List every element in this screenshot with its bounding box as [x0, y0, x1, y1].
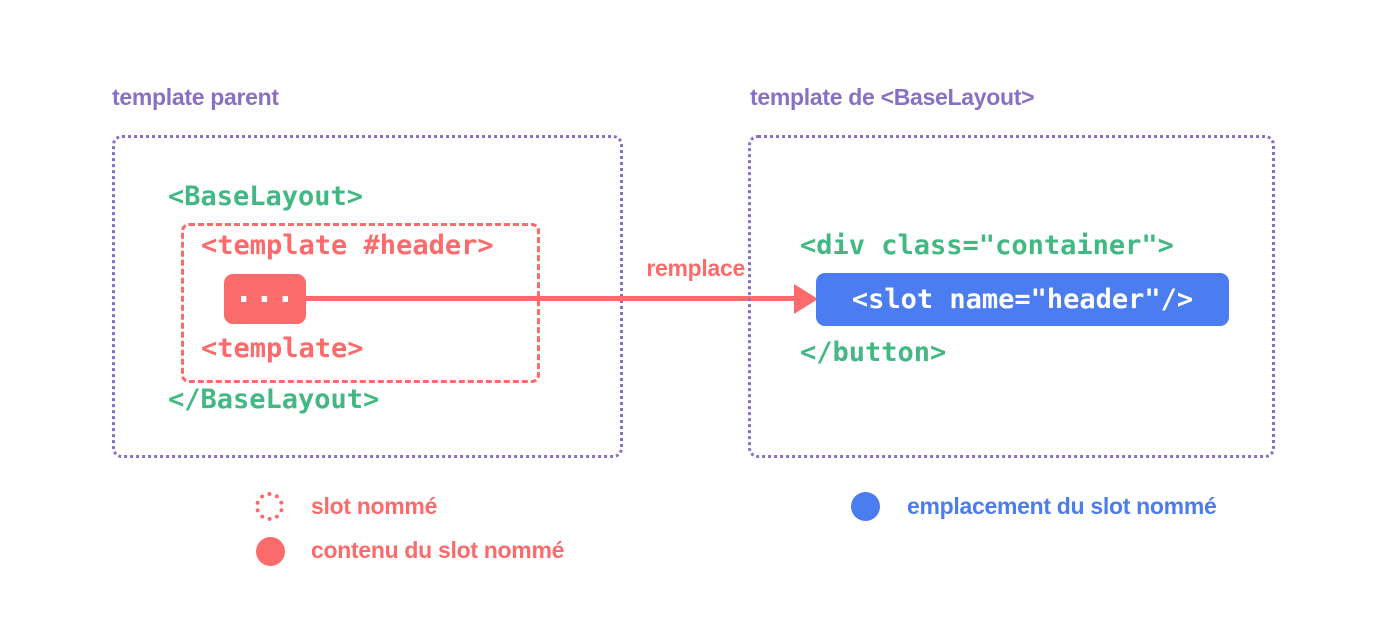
named-slot-outline [181, 223, 540, 383]
slot-outlet-legend-label: emplacement du slot nommé [907, 493, 1217, 519]
slot-outlet-tag: <slot name="header"/> [851, 284, 1194, 315]
baselayout-template-box [748, 135, 1275, 458]
slot-content-marker-icon [256, 537, 285, 566]
left-panel-title: template parent [112, 84, 279, 110]
right-panel-title: template de <BaseLayout> [750, 84, 1035, 110]
div-container-open-tag: <div class="container"> [800, 230, 1174, 261]
baselayout-open-tag: <BaseLayout> [168, 181, 364, 212]
ellipsis-placeholder: ... [233, 270, 297, 310]
slot-content-block: ... [224, 270, 306, 324]
replace-arrow-line [306, 296, 800, 301]
slot-content-legend-label: contenu du slot nommé [311, 537, 565, 563]
template-header-open-tag: <template #header> [201, 230, 494, 261]
baselayout-close-tag: </BaseLayout> [168, 384, 380, 415]
replace-arrow-head-icon [794, 284, 818, 314]
named-slot-marker-icon [255, 492, 284, 521]
slot-outlet-marker-icon [851, 492, 880, 521]
template-close-tag: <template> [201, 333, 364, 364]
named-slot-legend-label: slot nommé [311, 493, 438, 519]
slot-outlet-block: <slot name="header"/> [816, 273, 1229, 326]
button-close-tag: </button> [800, 337, 947, 368]
replace-arrow-label: remplace [646, 255, 745, 281]
